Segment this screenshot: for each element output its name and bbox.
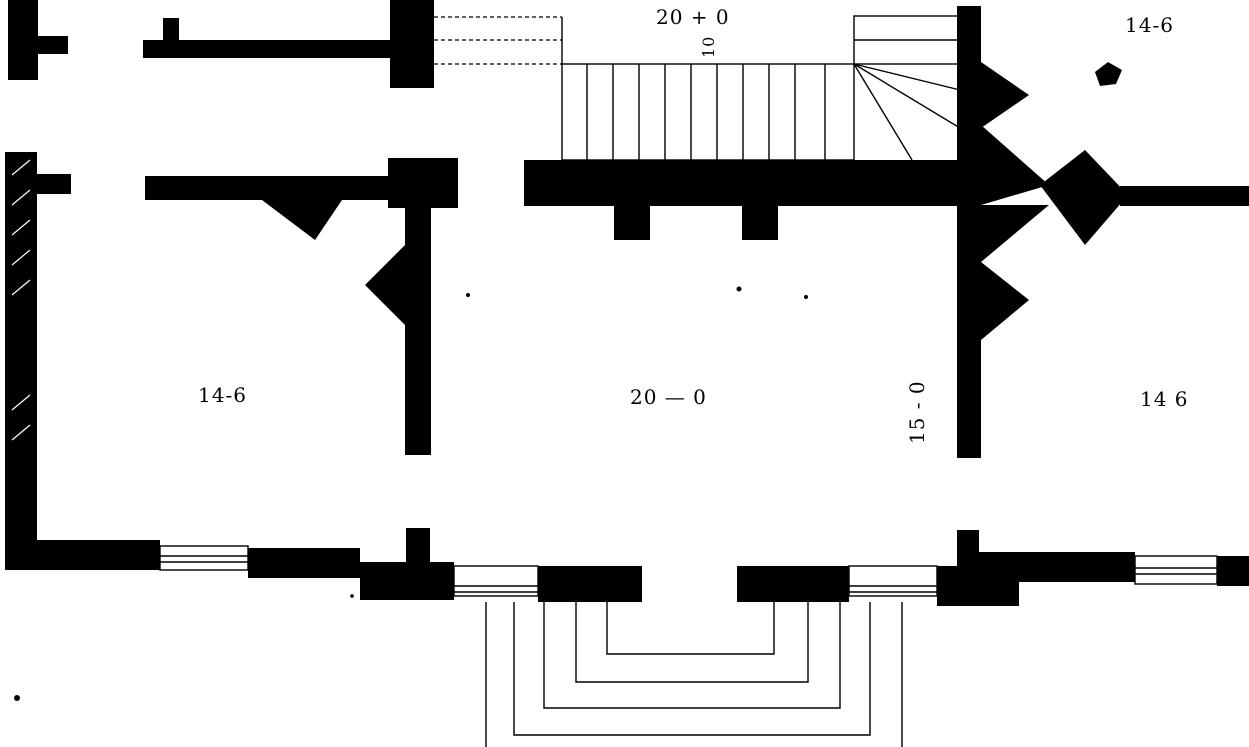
label-center-depth: 15 - 0 (905, 380, 929, 444)
chimney-right-diamond (1040, 150, 1128, 245)
wall-front-porch-right-post (957, 530, 979, 570)
wall-center-pilaster-2 (742, 206, 778, 240)
wall-front-left-2 (248, 548, 360, 578)
left-exterior-wall (5, 152, 37, 562)
label-stair-width: 10 (699, 36, 718, 58)
wall-top-left-beam-cap (163, 18, 179, 42)
wall-left-partition (405, 200, 431, 455)
speck-2 (736, 286, 742, 292)
label-left-room: 14-6 (198, 383, 247, 407)
window-left (159, 545, 249, 571)
window-right (1134, 555, 1218, 585)
wall-left-stub (37, 174, 71, 194)
wall-left-room-top (145, 176, 410, 200)
wall-top-left-stub (38, 36, 68, 54)
wall-front-door-right (737, 566, 849, 602)
wall-top-pier (390, 0, 434, 88)
wall-right-partition (957, 6, 981, 458)
speck-5 (350, 594, 354, 598)
chimney-diagonal-upper (981, 125, 1049, 205)
label-center-room: 20 — 0 (630, 385, 707, 409)
speck-3 (804, 295, 808, 299)
wall-front-right-end (1217, 556, 1249, 586)
wall-top-left-post (8, 0, 38, 80)
entrance-steps (485, 602, 903, 747)
label-right-room: 14 6 (1140, 387, 1189, 411)
wall-front-left (5, 540, 160, 570)
blot (1095, 62, 1122, 86)
label-top-right: 14-6 (1125, 13, 1174, 37)
wall-center-pilaster-1 (614, 206, 650, 240)
chimney-right-lower (981, 262, 1029, 340)
chimney-breast-left-top (262, 200, 342, 240)
wall-front-porch-left-post (406, 528, 430, 568)
wall-center-top (524, 160, 960, 206)
wall-front-right (979, 552, 1135, 582)
wall-top-left-beam (143, 40, 393, 58)
wall-front-door-left (538, 566, 642, 602)
chimney-right-upper (981, 62, 1029, 128)
chimney-breast-left (365, 245, 405, 325)
wall-left-pier (388, 158, 458, 208)
chimney-diagonal-lower (981, 205, 1049, 262)
stair (561, 15, 961, 161)
wall-front-porch-left (360, 562, 454, 600)
speck-4 (14, 695, 20, 701)
label-top-center: 20 + 0 (656, 5, 730, 29)
wall-right-room-top (1120, 186, 1249, 206)
speck-1 (466, 293, 470, 297)
